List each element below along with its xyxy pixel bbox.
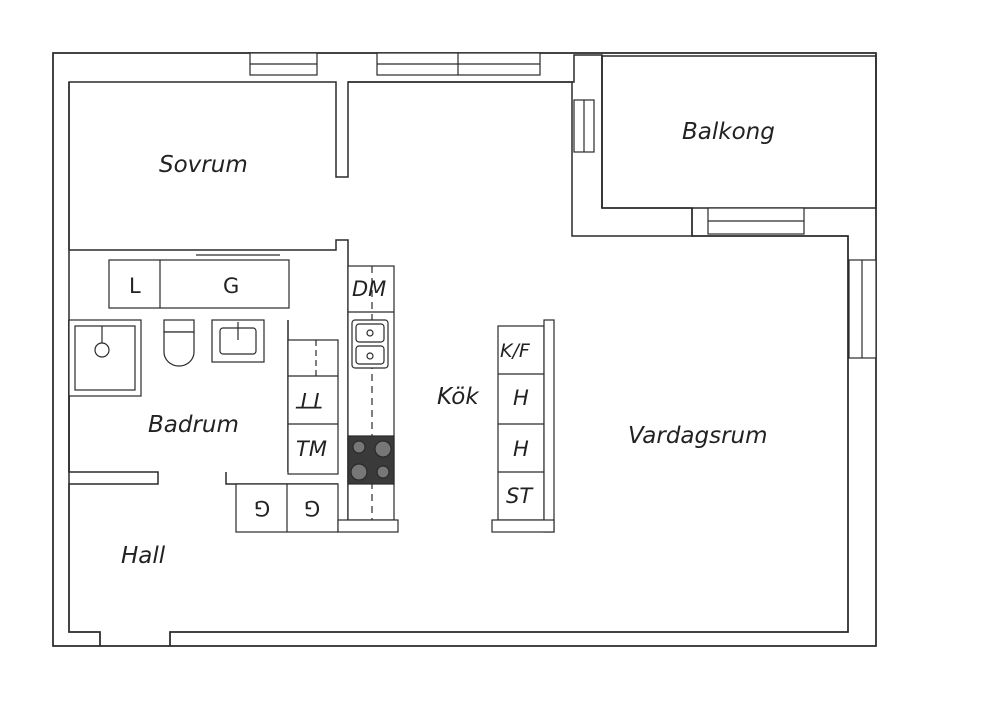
room-label-sovrum: Sovrum bbox=[159, 152, 248, 178]
fixture-label-h2: H bbox=[513, 437, 529, 461]
fixture-label-g-hall-1: G bbox=[254, 496, 271, 520]
fixture-label-g-hall-2: G bbox=[304, 496, 321, 520]
laundry-column bbox=[287, 339, 339, 475]
fixture-label-l: L bbox=[129, 274, 141, 298]
tall-units bbox=[497, 325, 545, 521]
fixture-label-tm: TM bbox=[296, 437, 327, 461]
toilet-bowl bbox=[163, 331, 195, 367]
fixture-label-g-wardrobe: G bbox=[223, 274, 240, 298]
stove bbox=[347, 435, 395, 485]
room-label-kok: Kök bbox=[437, 384, 479, 410]
room-label-badrum: Badrum bbox=[148, 412, 239, 438]
room-label-balkong: Balkong bbox=[682, 119, 775, 145]
fixture-label-dm: DM bbox=[352, 277, 387, 301]
wardrobe-block bbox=[108, 259, 290, 309]
fixture-label-st: ST bbox=[506, 484, 533, 508]
toilet-tank bbox=[163, 319, 195, 333]
room-label-hall: Hall bbox=[121, 543, 166, 569]
room-label-vardagsrum: Vardagsrum bbox=[628, 423, 768, 449]
fixture-label-kf: K/F bbox=[500, 340, 530, 362]
fixture-label-tt: TT bbox=[297, 388, 323, 412]
fixture-label-h1: H bbox=[513, 386, 529, 410]
